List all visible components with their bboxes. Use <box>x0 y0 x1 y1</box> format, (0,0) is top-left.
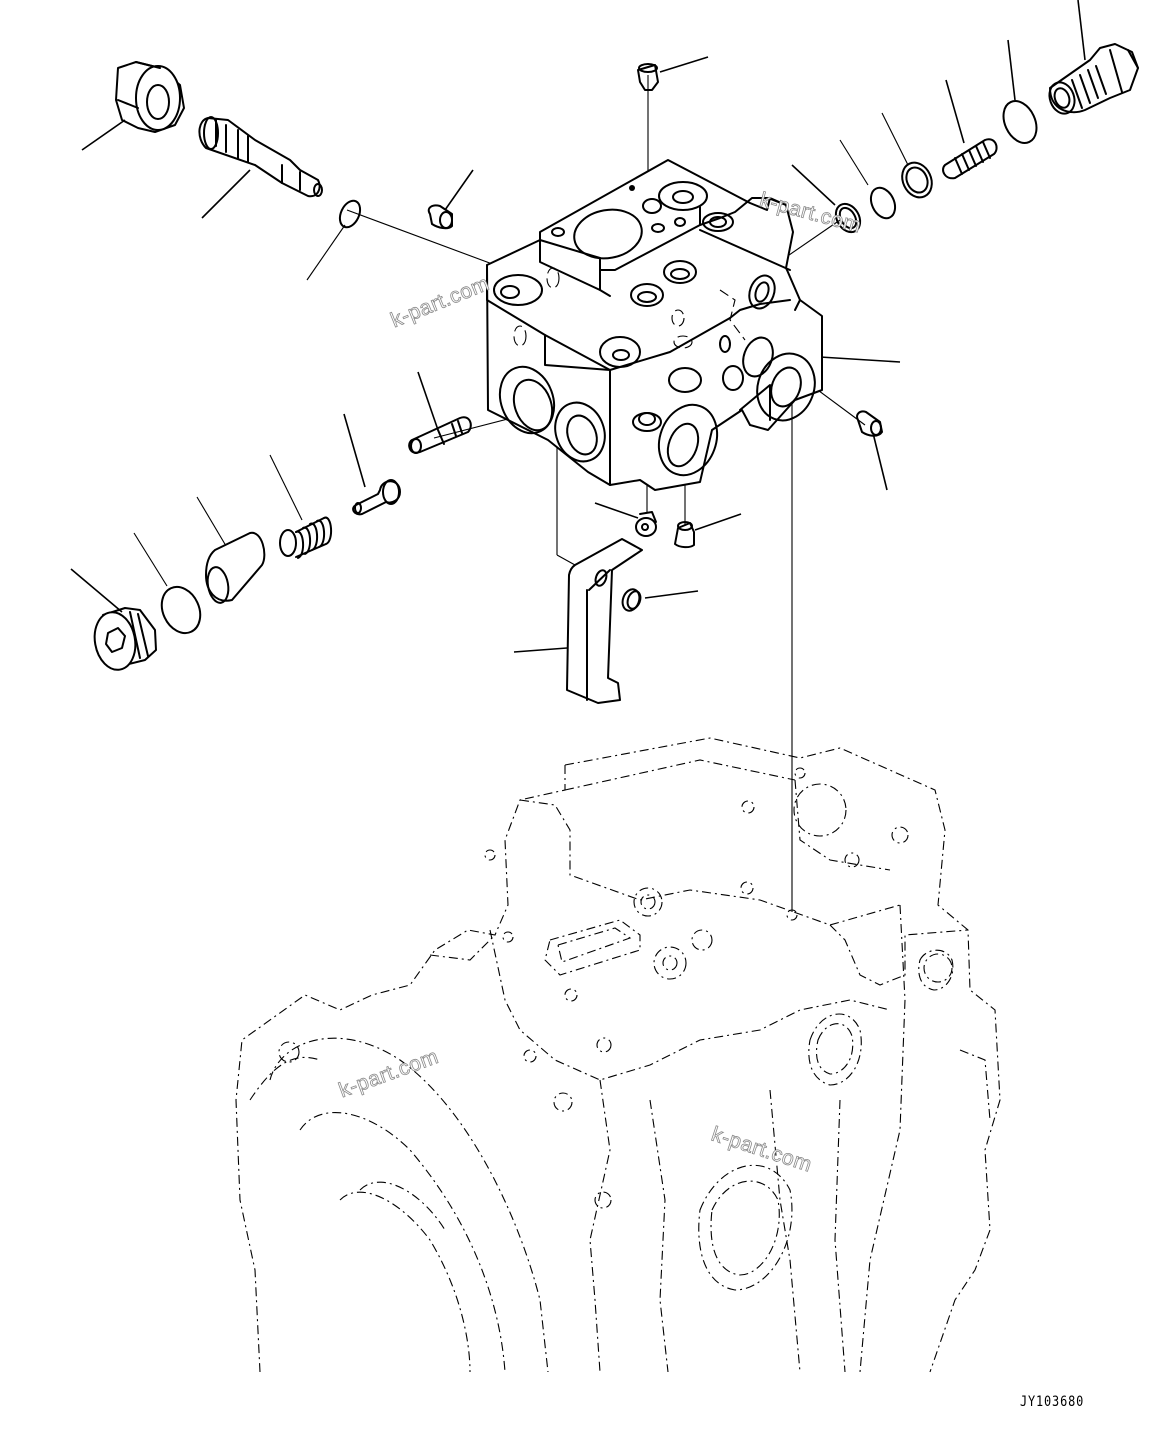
relief-valve-cartridge-part <box>1048 43 1139 115</box>
plug-top-part <box>427 204 453 230</box>
backup-ring-part <box>901 161 933 199</box>
pump-housing-phantom <box>235 737 1001 1373</box>
spring-adjuster-part <box>942 138 998 180</box>
hex-plug-part <box>93 607 157 671</box>
orifice-plug-a-part <box>635 511 657 537</box>
drawing-id-label: JY103680 <box>1020 1394 1085 1410</box>
bushing-part <box>621 588 642 612</box>
o-ring-large-part <box>1002 100 1038 144</box>
callout-leaders <box>70 0 1086 653</box>
piston-part <box>205 531 266 604</box>
spool-part <box>408 416 472 454</box>
o-ring-plug-part <box>160 585 202 635</box>
plug-small-top-part <box>637 63 659 91</box>
nut-part <box>115 61 185 133</box>
orifice-plug-b-part <box>674 521 695 549</box>
bracket-part <box>566 538 643 704</box>
housing-holes <box>278 767 953 1209</box>
snap-ring-part <box>834 202 862 234</box>
o-ring-small-part <box>338 199 362 229</box>
plug-right-part <box>856 410 883 437</box>
valve-block-part <box>486 159 823 491</box>
o-ring-part <box>869 186 897 220</box>
shaft-part <box>198 116 323 198</box>
spring-part <box>279 516 332 559</box>
poppet-part <box>352 479 401 516</box>
